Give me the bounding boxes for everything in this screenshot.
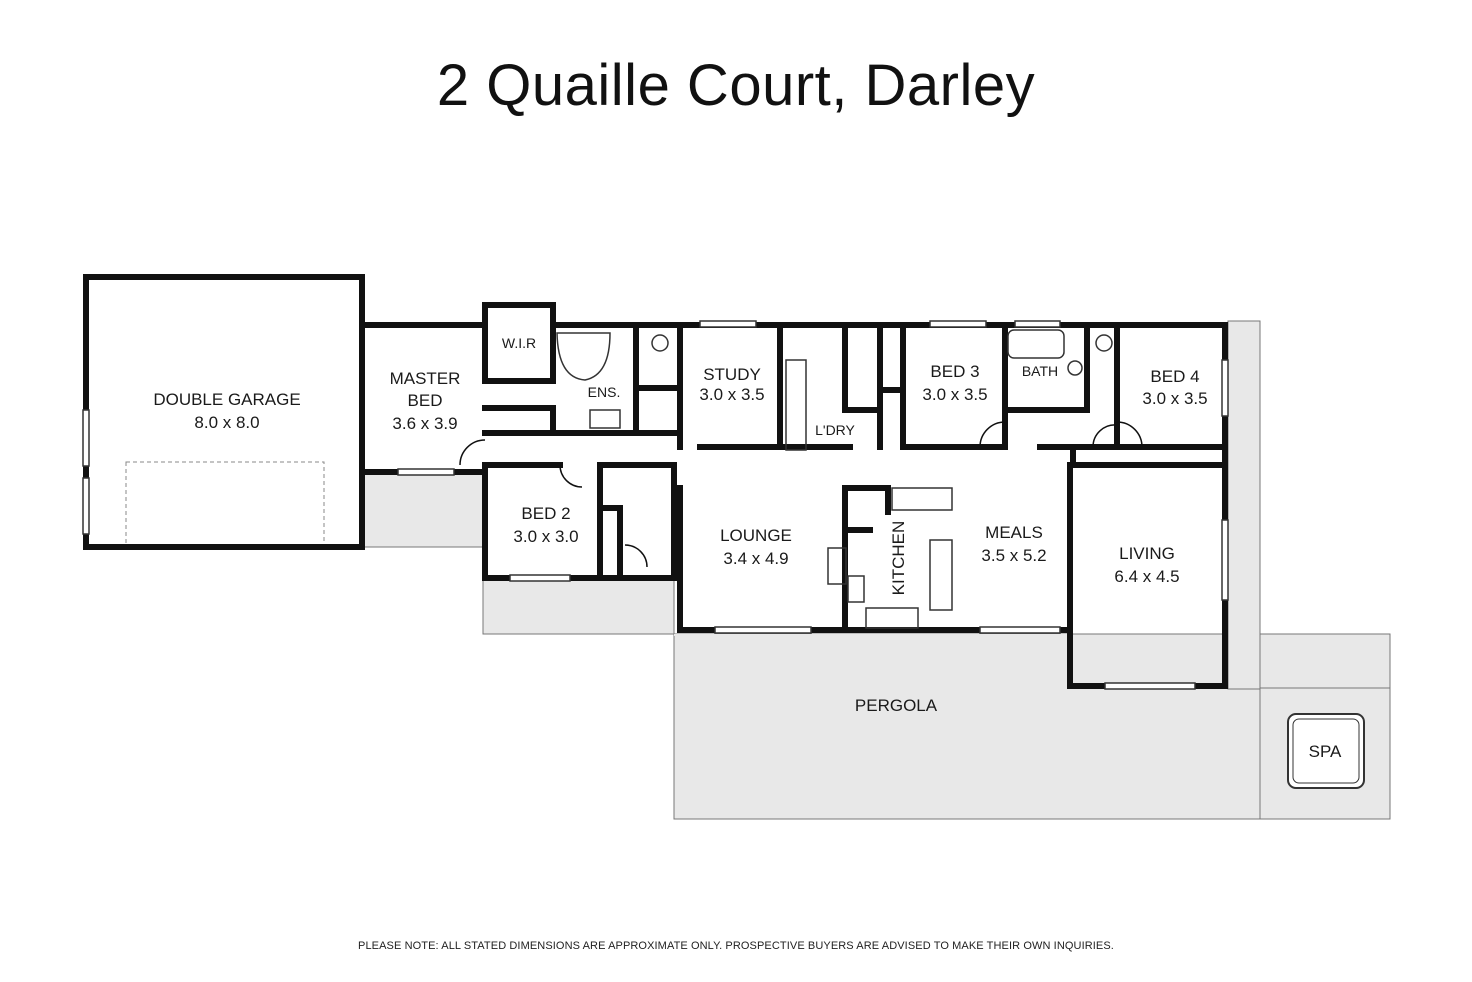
bed4-name: BED 4 [1150,367,1199,386]
garage-dims: 8.0 x 8.0 [194,413,259,432]
patio-bed2 [482,577,675,635]
living-name: LIVING [1119,544,1175,563]
ens-name: ENS. [588,384,621,400]
wir-name: W.I.R [502,335,536,351]
kitchen-name: KITCHEN [889,521,908,596]
master-name-2: BED [408,391,443,410]
fixtures [556,329,1113,629]
bed3-dims: 3.0 x 3.5 [922,385,987,404]
pergola-cover [674,634,1069,636]
lounge-dims: 3.4 x 4.9 [723,549,788,568]
side-deck-right [1227,320,1261,690]
room-labels: DOUBLE GARAGE 8.0 x 8.0 MASTER BED 3.6 x… [153,335,1342,761]
laundry-name: L'DRY [815,422,855,438]
doors [459,421,1143,568]
bed2-name: BED 2 [521,504,570,523]
master-dims: 3.6 x 3.9 [392,414,457,433]
page-title: 2 Quaille Court, Darley [436,53,1036,118]
bed4-dims: 3.0 x 3.5 [1142,389,1207,408]
spa-name: SPA [1309,742,1342,761]
walls [83,274,1228,689]
windows [82,320,1229,690]
spa-icon [1287,713,1365,789]
garage-name: DOUBLE GARAGE [153,390,300,409]
pergola-name: PERGOLA [855,696,938,715]
master-name-1: MASTER [390,369,461,388]
living-dims: 6.4 x 4.5 [1114,567,1179,586]
meals-name: MEALS [985,523,1043,542]
disclaimer-note: PLEASE NOTE: ALL STATED DIMENSIONS ARE A… [358,940,1114,952]
bath-name: BATH [1022,363,1058,379]
outdoor-areas [361,320,1391,820]
lounge-name: LOUNGE [720,526,792,545]
study-name: STUDY [703,365,761,384]
bed2-dims: 3.0 x 3.0 [513,527,578,546]
garage-door-outline [125,461,325,547]
patio-master [361,471,486,548]
bed3-name: BED 3 [930,362,979,381]
meals-dims: 3.5 x 5.2 [981,546,1046,565]
study-dims: 3.0 x 3.5 [699,385,764,404]
